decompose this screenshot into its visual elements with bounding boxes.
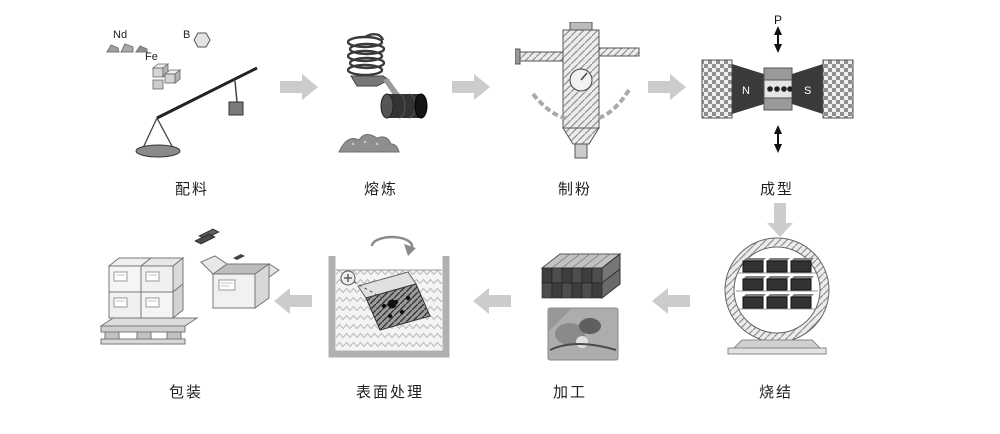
green-compacts-icon bbox=[742, 258, 814, 309]
open-box-icon bbox=[200, 254, 280, 309]
press-icon: N S bbox=[701, 59, 854, 119]
flow-arrow-sintering-to-machining bbox=[652, 288, 690, 314]
flow-arrow-batching-to-melting bbox=[280, 74, 318, 100]
left-arrow-icon bbox=[473, 288, 511, 314]
stage-label-sintering: 烧结 bbox=[758, 384, 794, 401]
raw-material-b-icon: B bbox=[183, 29, 211, 48]
pallet-icon bbox=[99, 317, 199, 345]
stage-label-batching: 配料 bbox=[174, 181, 210, 198]
batching-illustration: Nd Fe B bbox=[106, 29, 258, 158]
induction-coil-icon bbox=[346, 32, 401, 98]
packing-illustration bbox=[99, 228, 280, 345]
right-arrow-icon bbox=[280, 74, 318, 100]
stage-label-melting: 熔炼 bbox=[363, 181, 399, 198]
flow-arrow-machining-to-surface bbox=[473, 288, 511, 314]
down-arrow-icon bbox=[767, 203, 793, 237]
forming-illustration: P N S bbox=[701, 13, 854, 153]
plating-tank-icon bbox=[328, 256, 450, 358]
furnace-icon bbox=[724, 237, 830, 355]
raw-material-nd-icon: Nd bbox=[106, 29, 148, 53]
milling-illustration bbox=[515, 22, 640, 159]
scale-icon bbox=[135, 66, 258, 158]
right-arrow-icon bbox=[452, 74, 490, 100]
carton-stack-icon bbox=[107, 256, 185, 320]
fe-label: Fe bbox=[145, 51, 158, 63]
magnet-stack-icon bbox=[194, 228, 220, 245]
b-label: B bbox=[183, 29, 190, 41]
melting-illustration bbox=[338, 32, 428, 153]
ingot-mold-icon bbox=[380, 93, 428, 119]
surface-treatment-illustration bbox=[328, 235, 450, 358]
flow-arrow-melting-to-milling bbox=[452, 74, 490, 100]
pole-s-label: S bbox=[804, 85, 811, 97]
alloy-pile-icon bbox=[338, 134, 400, 153]
stage-label-surface-treatment: 表面处理 bbox=[355, 384, 425, 401]
nd-label: Nd bbox=[113, 29, 127, 41]
stage-label-milling: 制粉 bbox=[557, 181, 593, 198]
press-force-top-icon bbox=[774, 26, 782, 53]
left-arrow-icon bbox=[274, 288, 312, 314]
sintering-illustration bbox=[724, 237, 830, 355]
raw-material-fe-icon: Fe bbox=[145, 51, 182, 90]
pressure-label: P bbox=[774, 13, 782, 27]
flow-arrow-surface-to-packing bbox=[274, 288, 312, 314]
magnet-blocks-icon bbox=[540, 252, 622, 300]
stage-label-machining: 加工 bbox=[552, 384, 588, 401]
parts-basket-icon bbox=[365, 283, 431, 331]
pole-n-label: N bbox=[742, 85, 750, 97]
rotation-arrow-icon bbox=[370, 235, 416, 256]
machining-illustration bbox=[540, 252, 622, 361]
stage-label-forming: 成型 bbox=[759, 181, 795, 198]
flow-arrow-forming-to-sintering bbox=[767, 203, 793, 237]
press-force-bottom-icon bbox=[774, 125, 782, 153]
jet-mill-icon bbox=[515, 22, 640, 159]
left-arrow-icon bbox=[652, 288, 690, 314]
machining-photo bbox=[547, 307, 619, 361]
stage-label-packing: 包装 bbox=[168, 384, 204, 401]
right-arrow-icon bbox=[648, 74, 686, 100]
flow-arrow-milling-to-forming bbox=[648, 74, 686, 100]
